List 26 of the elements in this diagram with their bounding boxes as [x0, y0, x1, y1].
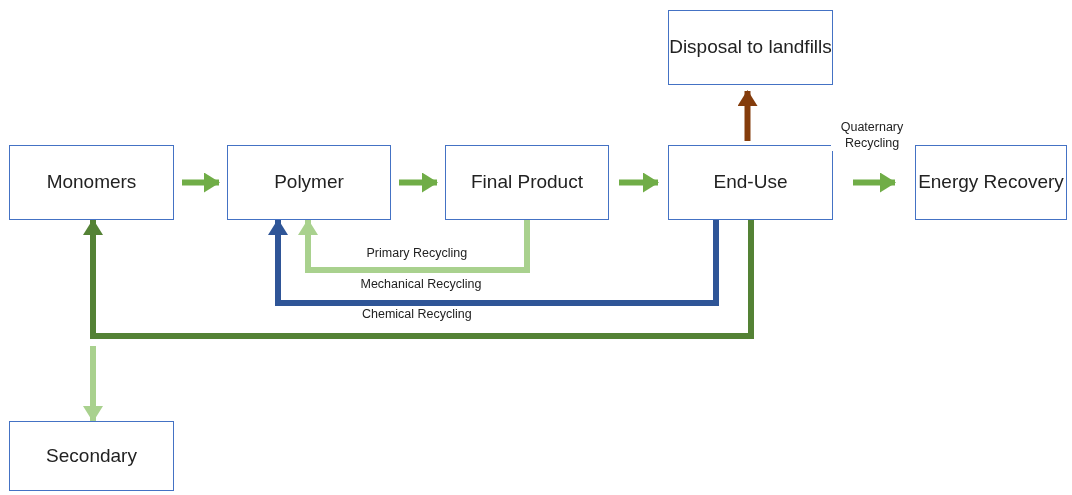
process-box — [9, 145, 174, 220]
edge-label: Primary Recycling — [364, 245, 470, 262]
arrow — [853, 172, 896, 193]
arrow — [298, 219, 530, 273]
process-box — [9, 421, 174, 491]
box-label: Disposal to landfills — [669, 35, 832, 60]
box-label: Monomers — [46, 170, 137, 195]
arrow — [399, 172, 438, 193]
box-label: Final Product — [471, 170, 583, 195]
arrow — [268, 219, 719, 306]
process-box — [445, 145, 609, 220]
arrow — [619, 172, 659, 193]
arrow — [182, 172, 220, 193]
box-label: Polymer — [274, 170, 344, 195]
edge-label: Mechanical Recycling — [358, 276, 484, 293]
process-box — [227, 145, 391, 220]
process-box — [668, 10, 833, 85]
process-box — [668, 145, 833, 220]
arrow — [737, 90, 758, 141]
box-label: Secondary — [46, 443, 137, 468]
process-box — [915, 145, 1067, 220]
arrow — [83, 219, 754, 339]
edge-label: Chemical Recycling — [360, 306, 474, 323]
arrow — [83, 346, 103, 422]
box-label: Energy Recovery — [918, 170, 1064, 195]
box-label: End-Use — [713, 170, 788, 195]
